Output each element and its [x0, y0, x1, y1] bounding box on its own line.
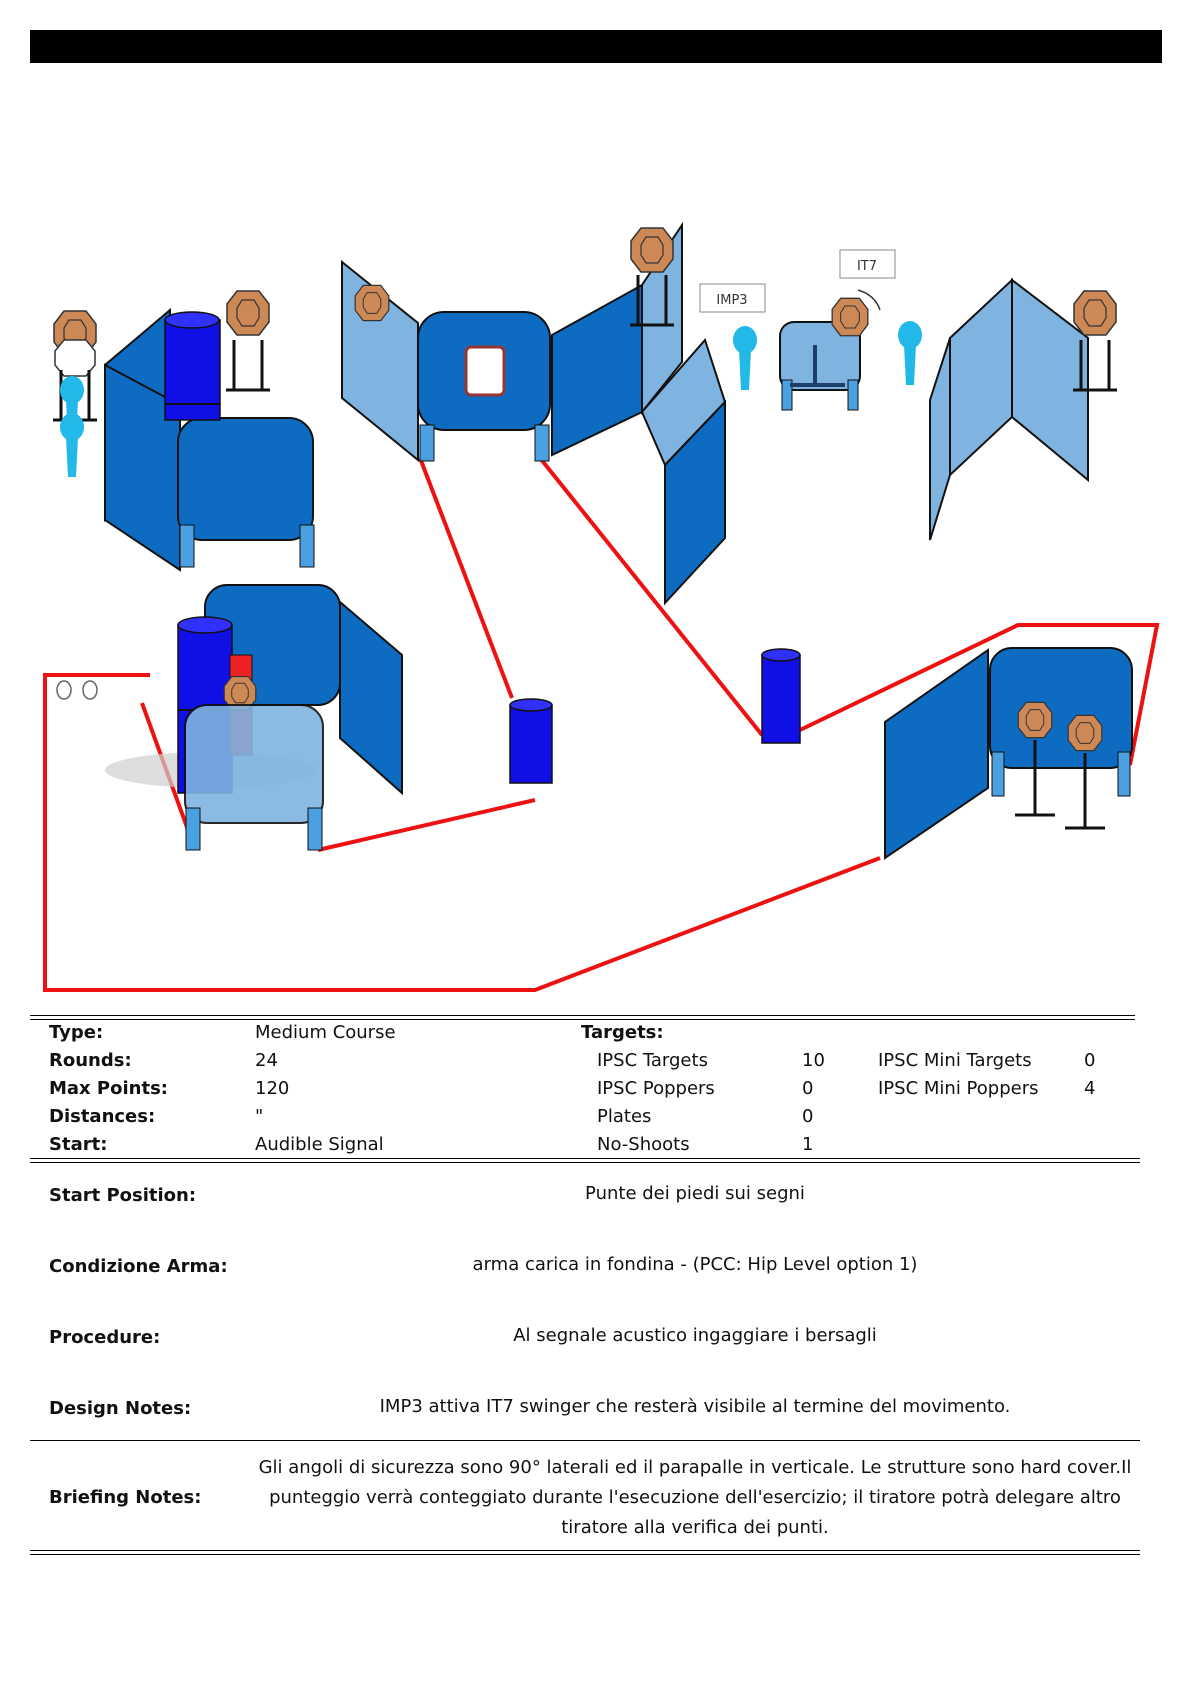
target-count: 0 — [802, 1106, 814, 1127]
design-notes-value: IMP3 attiva IT7 swinger che resterà visi… — [379, 1396, 1011, 1417]
distances-value: " — [255, 1106, 264, 1127]
type-label: Type: — [49, 1022, 104, 1043]
targets-label: Targets: — [581, 1022, 664, 1043]
target-count: 10 — [802, 1050, 825, 1071]
start-position-value: Punte dei piedi sui segni — [585, 1183, 805, 1204]
target-name: No-Shoots — [597, 1134, 690, 1155]
barrel-top-left — [164, 311, 221, 421]
type-value: Medium Course — [255, 1022, 396, 1043]
stage-diagram: IMP3 IT7 — [43, 221, 1160, 992]
distances-label: Distances: — [49, 1106, 156, 1127]
start-value: Audible Signal — [255, 1134, 384, 1155]
it7-label: IT7 — [857, 259, 877, 274]
start-position-label: Start Position: — [49, 1185, 197, 1206]
targets-top-left — [51, 290, 272, 477]
target-name: IPSC Poppers — [597, 1078, 715, 1099]
briefing-line-3: tiratore alla verifica dei punti. — [561, 1517, 829, 1538]
max-points-label: Max Points: — [49, 1078, 168, 1099]
rounds-value: 24 — [255, 1050, 278, 1071]
condizione-label: Condizione Arma: — [49, 1256, 228, 1277]
briefing-line-1: Gli angoli di sicurezza sono 90° lateral… — [258, 1457, 1132, 1478]
start-label: Start: — [49, 1134, 108, 1155]
imp3-label: IMP3 — [716, 293, 747, 308]
target-count: 1 — [802, 1134, 814, 1155]
briefing-label: Briefing Notes: — [49, 1487, 202, 1508]
walls-top-right — [929, 277, 1119, 541]
header-bar — [30, 30, 1162, 63]
barrel-middle — [509, 698, 553, 784]
walls-bottom-left — [56, 584, 403, 851]
walls-top-middle — [341, 221, 727, 606]
walls-top-left — [104, 307, 315, 572]
design-notes-label: Design Notes: — [49, 1398, 192, 1419]
condizione-value: arma carica in fondina - (PCC: Hip Level… — [472, 1254, 918, 1275]
swing-arrow-icon — [857, 289, 881, 311]
mini-target-name: IPSC Mini Poppers — [878, 1078, 1039, 1099]
mini-target-count: 4 — [1084, 1078, 1096, 1099]
barrel-middle-right — [761, 648, 801, 744]
mini-target-count: 0 — [1084, 1050, 1096, 1071]
target-count: 0 — [802, 1078, 814, 1099]
mini-target-name: IPSC Mini Targets — [878, 1050, 1032, 1071]
target-name: IPSC Targets — [597, 1050, 708, 1071]
imp3-it7-area: IMP3 IT7 — [699, 249, 922, 411]
max-points-value: 120 — [255, 1078, 290, 1099]
procedure-label: Procedure: — [49, 1327, 161, 1348]
rounds-label: Rounds: — [49, 1050, 132, 1071]
walls-bottom-right — [884, 647, 1133, 860]
procedure-value: Al segnale acustico ingaggiare i bersagl… — [513, 1325, 877, 1346]
target-name: Plates — [597, 1106, 652, 1127]
briefing-line-2: punteggio verrà conteggiato durante l'es… — [269, 1487, 1121, 1508]
